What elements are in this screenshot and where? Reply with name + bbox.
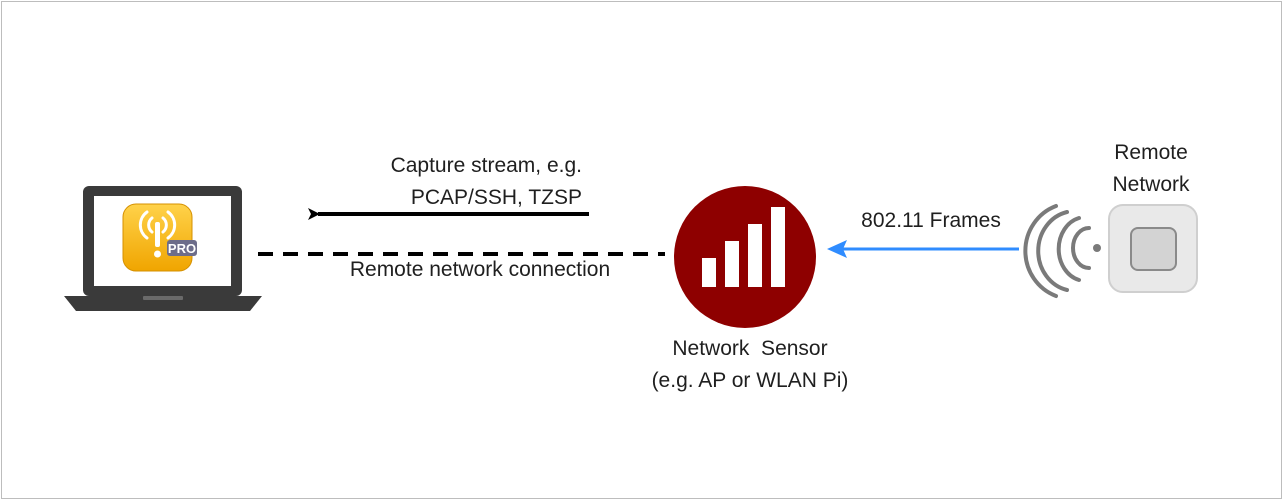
- frames-arrow: [827, 240, 1019, 258]
- capture-stream-line1: Capture stream, e.g.: [390, 154, 582, 177]
- network-sensor-line2: (e.g. AP or WLAN Pi): [651, 369, 849, 392]
- remote-network-line2: Network: [1112, 173, 1190, 196]
- access-point-icon: [1108, 204, 1198, 293]
- network-sensor-label: Network Sensor (e.g. AP or WLAN Pi): [620, 333, 880, 397]
- remote-network-label: Remote Network: [1090, 137, 1212, 201]
- wifi-explorer-pro-app-icon: PRO: [122, 203, 197, 272]
- frames-label: 802.11 Frames: [861, 209, 1001, 232]
- signal-bars-icon: [702, 207, 785, 287]
- remote-connection-label: Remote network connection: [349, 258, 611, 281]
- remote-network-line1: Remote: [1114, 141, 1188, 164]
- capture-stream-line2: PCAP/SSH, TZSP: [410, 186, 582, 209]
- pro-badge-text: PRO: [168, 241, 196, 256]
- wifi-waves-icon: [1023, 204, 1101, 298]
- network-sensor-icon: [674, 186, 816, 328]
- capture-stream-label: Capture stream, e.g. PCAP/SSH, TZSP: [300, 150, 582, 214]
- network-sensor-line1: Network Sensor: [672, 337, 828, 360]
